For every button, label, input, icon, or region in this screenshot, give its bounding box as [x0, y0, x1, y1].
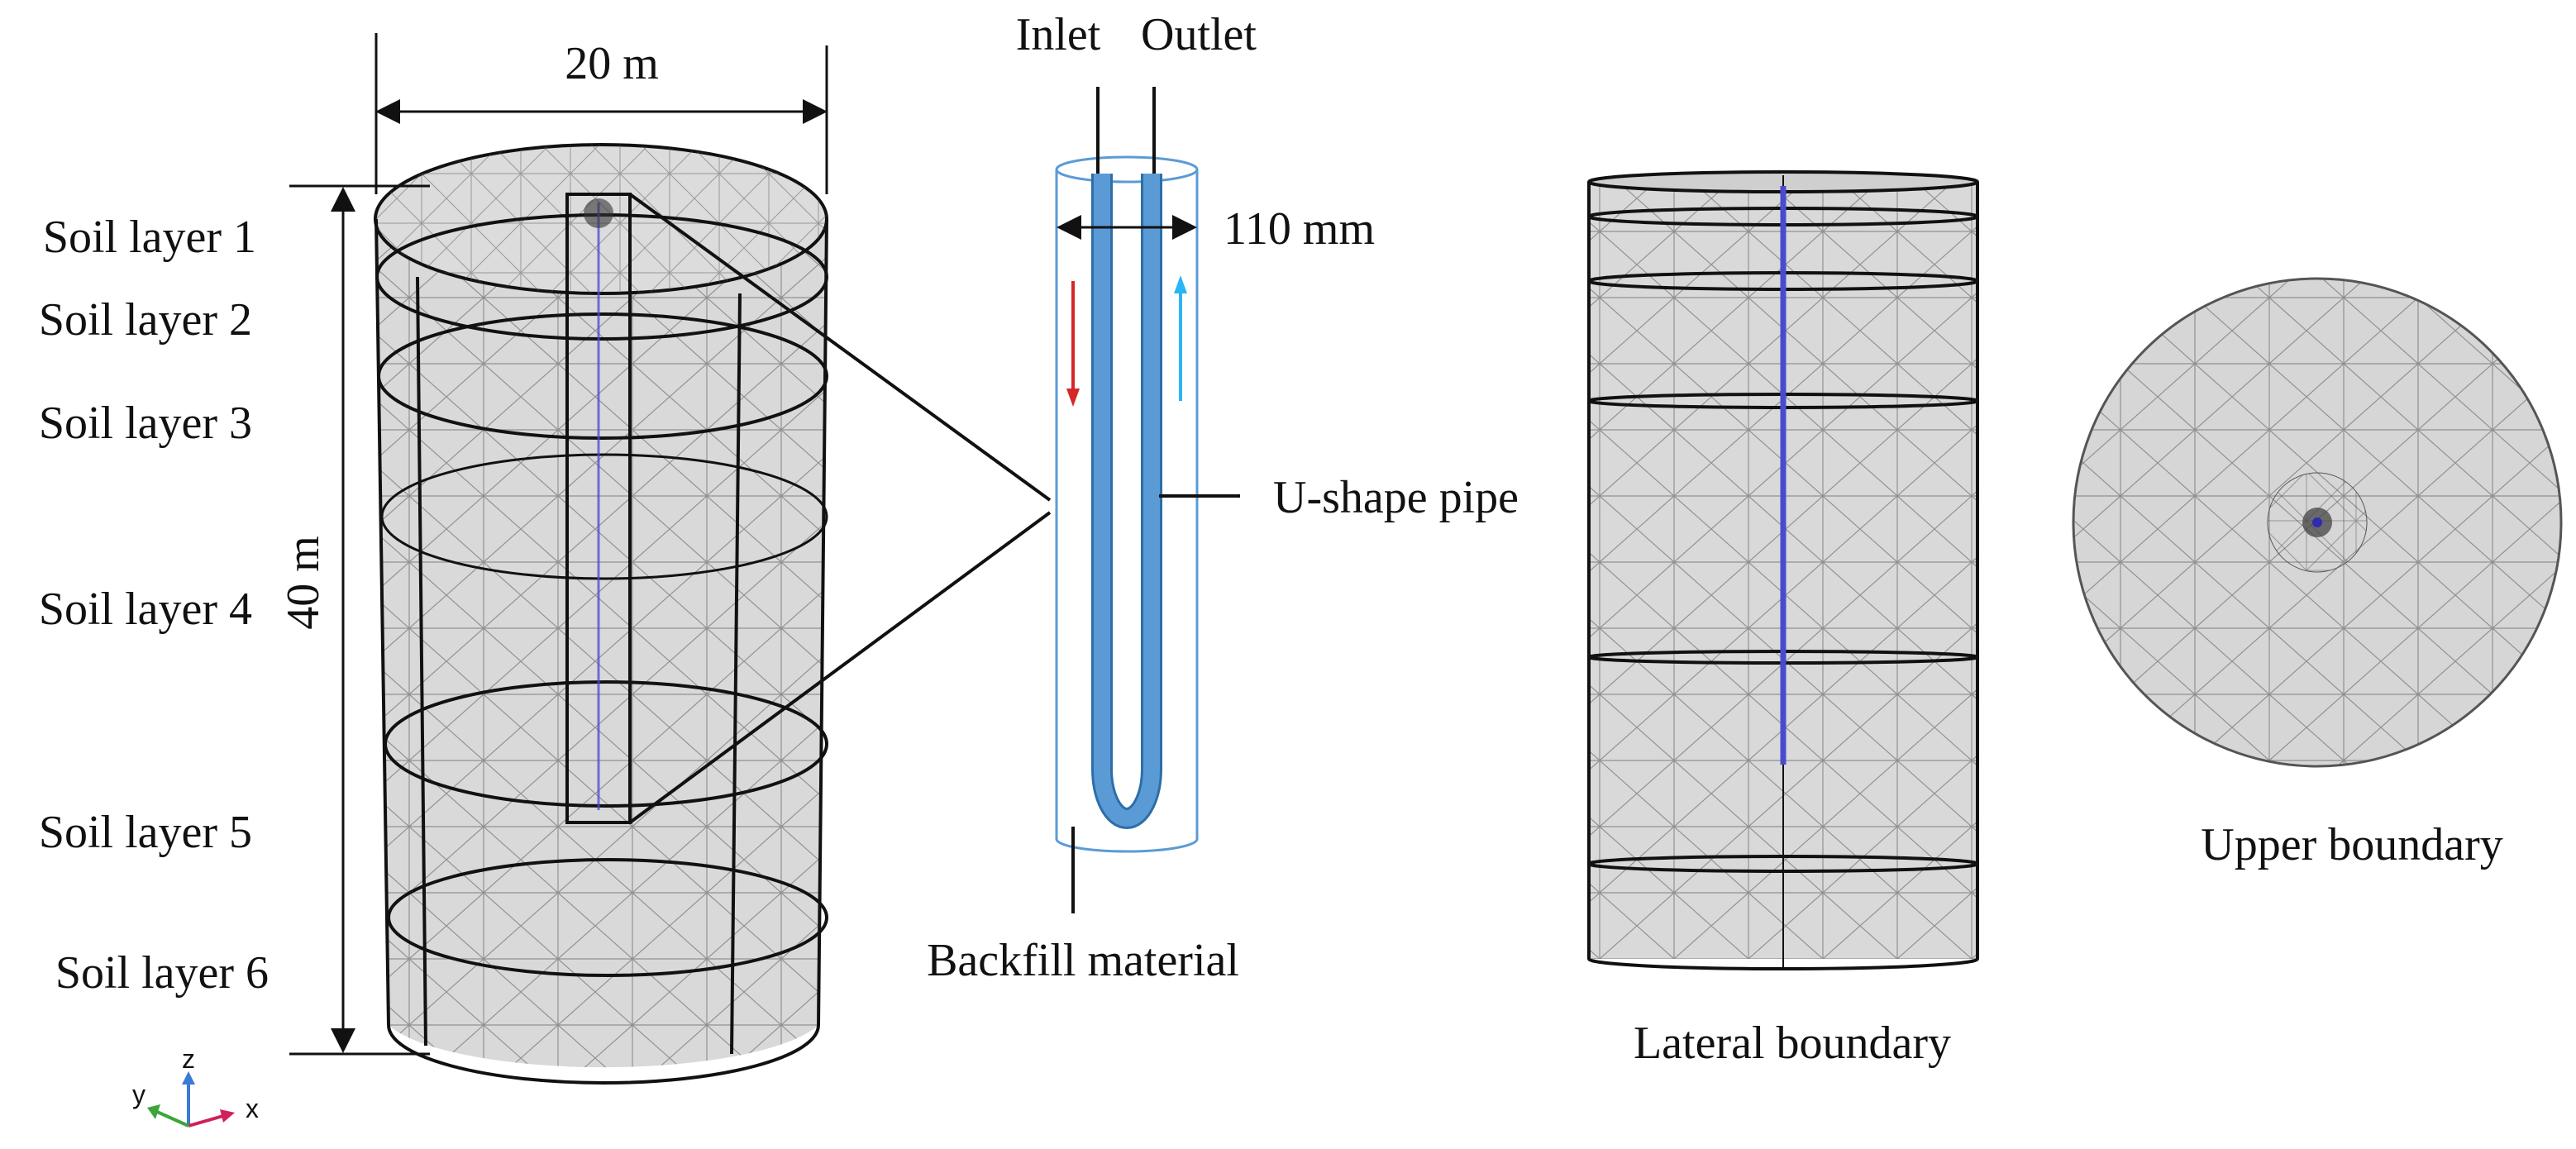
u-shape-pipe — [1094, 174, 1160, 827]
upper-boundary-label: Upper boundary — [2201, 819, 2502, 870]
layer-ring-2 — [377, 312, 828, 440]
axis-y-arrow — [147, 1104, 160, 1119]
flow-down-arrowhead — [1066, 389, 1080, 407]
soil-layer-5-label: Soil layer 5 — [39, 807, 252, 858]
lateral-bottom-ellipse — [1587, 957, 1979, 970]
cylinder-right-edge — [817, 218, 828, 1026]
backfill-label: Backfill material — [927, 935, 1239, 986]
soil-layer-labels: Soil layer 1 Soil layer 2 Soil layer 3 S… — [39, 212, 269, 999]
borehole-zoom-box — [565, 193, 632, 824]
backfill-bottom — [1055, 838, 1199, 853]
height-dimension: 40 m — [278, 184, 430, 1056]
axis-x-line — [188, 1114, 224, 1128]
outlet-label: Outlet — [1141, 9, 1257, 60]
backfill-top — [1055, 155, 1199, 184]
soil-layer-4-label: Soil layer 4 — [39, 584, 252, 635]
upper-boundary-view: Upper boundary — [2072, 277, 2563, 870]
flow-up-arrowhead — [1174, 275, 1187, 293]
layer-ring-3 — [380, 453, 828, 580]
axis-y-line — [156, 1110, 189, 1128]
soil-layer-1-label: Soil layer 1 — [43, 212, 256, 263]
soil-layer-3-label: Soil layer 3 — [39, 398, 252, 449]
layer-ring-4 — [384, 680, 828, 808]
u-pipe-detail: Inlet Outlet 110 mm U-shape pipe Backfil… — [927, 9, 1519, 986]
layer-ring-5 — [387, 858, 828, 977]
zoom-leader-top — [628, 193, 1052, 502]
axis-triad: z x y — [132, 1044, 259, 1128]
axis-z-label: z — [182, 1044, 195, 1074]
borehole-top-mesh-refinement — [584, 198, 613, 228]
lateral-boundary-view: Lateral boundary — [1587, 170, 1979, 1069]
cylinder-body-mesh — [376, 219, 827, 1068]
section-line-left — [416, 276, 427, 1046]
u-shape-pipe-label: U-shape pipe — [1273, 472, 1519, 523]
upper-boundary-borehole — [2312, 517, 2322, 527]
diameter-label: 110 mm — [1224, 203, 1375, 255]
cylinder-bottom-edge — [387, 1024, 820, 1085]
zoom-leader-bottom — [628, 511, 1052, 824]
cylinder-left-edge — [374, 218, 390, 1026]
axis-y-label: y — [132, 1080, 145, 1109]
axis-z-arrow — [182, 1071, 195, 1085]
cylinder-mesh-model — [374, 143, 1052, 1085]
soil-layer-6-label: Soil layer 6 — [55, 947, 269, 999]
width-dimension: 20 m — [374, 33, 828, 194]
height-dimension-label: 40 m — [278, 536, 329, 630]
lateral-boundary-label: Lateral boundary — [1634, 1018, 1951, 1069]
soil-layer-2-label: Soil layer 2 — [39, 294, 252, 346]
axis-x-label: x — [246, 1094, 259, 1123]
axis-x-arrow — [220, 1109, 235, 1123]
inlet-label: Inlet — [1016, 9, 1101, 60]
width-dimension-label: 20 m — [565, 38, 659, 89]
section-line-right — [730, 293, 742, 1055]
